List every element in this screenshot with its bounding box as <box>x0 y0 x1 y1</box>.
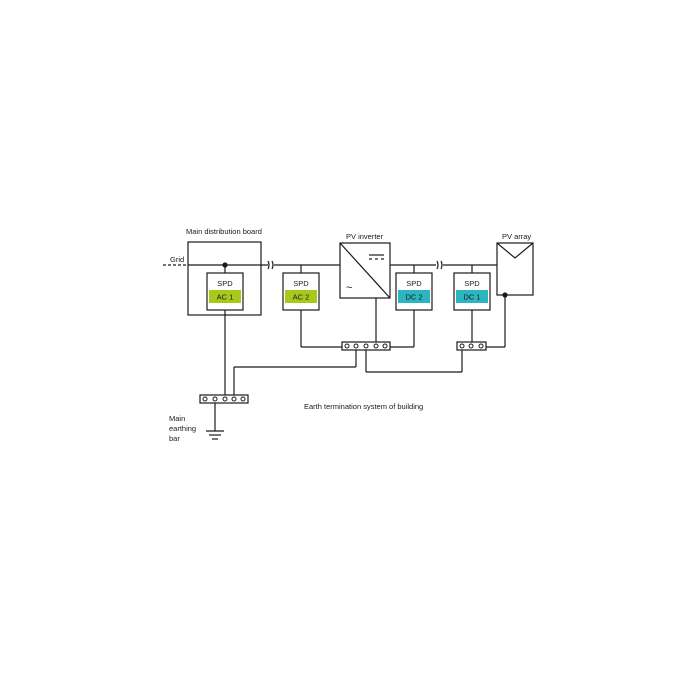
main-board-label: Main distribution board <box>186 227 262 236</box>
spd-title: SPD <box>217 279 233 288</box>
spd-dc-tag-bg <box>456 290 488 303</box>
main-earthing-label-line2: earthing <box>169 424 196 433</box>
array-terminal-bar <box>456 341 487 351</box>
inverter-terminal-bar <box>341 341 391 351</box>
pv-inverter-label: PV inverter <box>346 232 384 241</box>
spd-tag: DC 1 <box>463 293 480 302</box>
spd-ac1: SPD AC 1 <box>206 272 244 311</box>
spd-dc2: SPD DC 2 <box>395 272 433 311</box>
pv-array-label: PV array <box>502 232 531 241</box>
spd-title: SPD <box>464 279 480 288</box>
pv-array <box>496 242 534 296</box>
main-earthing-label-line3: bar <box>169 434 180 443</box>
ac-wave-icon: ~ <box>346 282 352 294</box>
spd-ac-tag-bg <box>209 290 241 303</box>
pv-inverter: ~ <box>339 242 391 299</box>
spd-dc-tag-bg <box>398 290 430 303</box>
spd-title: SPD <box>406 279 422 288</box>
main-earthing-label-line1: Main <box>169 414 185 423</box>
spd-dc1: SPD DC 1 <box>453 272 491 311</box>
spd-ac-tag-bg <box>285 290 317 303</box>
spd-tag: AC 2 <box>293 293 310 302</box>
ground-icon <box>206 430 224 440</box>
spd-title: SPD <box>293 279 309 288</box>
cable-break-icon <box>267 260 274 270</box>
grid-label: Grid <box>170 255 184 264</box>
cable-break-icon <box>436 260 443 270</box>
earth-termination-label: Earth termination system of building <box>304 402 423 411</box>
main-earthing-bar <box>199 394 249 404</box>
spd-tag: AC 1 <box>217 293 234 302</box>
spd-tag: DC 2 <box>405 293 422 302</box>
dc-symbol-icon <box>369 254 384 260</box>
spd-ac2: SPD AC 2 <box>282 272 320 311</box>
